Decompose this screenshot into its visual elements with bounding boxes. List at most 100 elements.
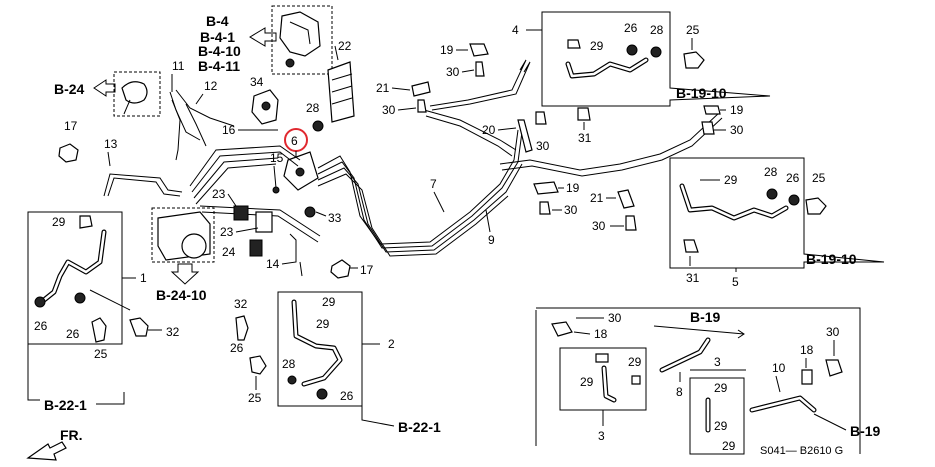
ref-b4-10[interactable]: B-4-10 — [198, 43, 241, 59]
pointer-arrow-down-icon — [170, 263, 200, 285]
part-34-valve: 34 — [250, 75, 279, 125]
label-part-26b[interactable]: 26 — [66, 327, 80, 341]
label-part-30d[interactable]: 30 — [564, 203, 578, 217]
label-part-10[interactable]: 10 — [772, 361, 786, 375]
label-part-30a[interactable]: 30 — [446, 65, 460, 79]
label-part-29d[interactable]: 29 — [590, 39, 604, 53]
label-part-28c[interactable]: 28 — [650, 23, 664, 37]
label-part-2[interactable]: 2 — [388, 337, 395, 351]
label-part-15[interactable]: 15 — [270, 151, 284, 165]
label-part-29f[interactable]: 29 — [580, 375, 594, 389]
label-part-25c[interactable]: 25 — [686, 23, 700, 37]
box-part-4: 4 29 26 28 B-19-10 — [512, 11, 771, 107]
ref-b22-1-left[interactable]: B-22-1 — [44, 397, 87, 413]
label-part-34[interactable]: 34 — [250, 75, 264, 89]
pipe-13: 13 — [103, 137, 183, 197]
label-part-28a[interactable]: 28 — [306, 101, 320, 115]
label-part-23a[interactable]: 23 — [212, 187, 226, 201]
ref-b19-top[interactable]: B-19 — [690, 309, 721, 325]
label-part-3a[interactable]: 3 — [598, 429, 605, 443]
pointer-arrow-left-icon — [93, 79, 116, 97]
label-part-22[interactable]: 22 — [338, 39, 352, 53]
label-part-26f[interactable]: 26 — [786, 171, 800, 185]
label-part-26c[interactable]: 26 — [340, 389, 354, 403]
diagram-code: S041— B2610 G — [760, 445, 843, 457]
label-part-32a[interactable]: 32 — [166, 325, 180, 339]
label-part-19b[interactable]: 19 — [566, 181, 580, 195]
label-part-29e[interactable]: 29 — [724, 173, 738, 187]
label-part-30c[interactable]: 30 — [536, 139, 550, 153]
label-part-29a[interactable]: 29 — [52, 215, 66, 229]
b4-reference-group: B-4 B-4-1 B-4-10 B-4-11 — [198, 13, 277, 74]
main-brake-line-harness — [189, 59, 723, 257]
label-part-6[interactable]: 6 — [291, 134, 298, 148]
label-part-17b[interactable]: 17 — [360, 263, 374, 277]
label-part-13[interactable]: 13 — [104, 137, 118, 151]
label-part-23b[interactable]: 23 — [220, 225, 234, 239]
label-part-17a[interactable]: 17 — [64, 119, 78, 133]
label-part-21a[interactable]: 21 — [376, 81, 390, 95]
label-part-31a[interactable]: 31 — [578, 131, 592, 145]
pipe-group-11-12: 11 12 — [169, 59, 235, 161]
box-part-1: 29 26 26 1 — [27, 211, 147, 345]
label-part-29i[interactable]: 29 — [714, 419, 728, 433]
label-part-1[interactable]: 1 — [140, 271, 147, 285]
label-part-14[interactable]: 14 — [266, 257, 280, 271]
box-part-5: 29 28 26 B-19-10 5 — [669, 157, 885, 289]
label-part-30b[interactable]: 30 — [382, 103, 396, 117]
label-part-20[interactable]: 20 — [482, 123, 496, 137]
ref-b24-10[interactable]: B-24-10 — [156, 287, 207, 303]
label-part-4[interactable]: 4 — [512, 23, 519, 37]
label-part-19c[interactable]: 19 — [730, 103, 744, 117]
label-part-25a[interactable]: 25 — [94, 347, 108, 361]
label-part-8[interactable]: 8 — [676, 385, 683, 399]
label-part-16[interactable]: 16 — [222, 123, 236, 137]
label-part-5[interactable]: 5 — [732, 275, 739, 289]
label-part-30e[interactable]: 30 — [592, 219, 606, 233]
label-part-3b[interactable]: 3 — [714, 355, 721, 369]
pointer-arrow-left-icon — [249, 27, 277, 47]
b24-reference-group: B-24 — [54, 71, 161, 117]
ref-b4[interactable]: B-4 — [206, 13, 229, 29]
label-part-12[interactable]: 12 — [204, 79, 218, 93]
ref-b22-1-mid[interactable]: B-22-1 — [398, 419, 441, 435]
ref-b19-10-top[interactable]: B-19-10 — [676, 85, 727, 101]
ref-b19-10-right[interactable]: B-19-10 — [806, 251, 857, 267]
label-part-30f[interactable]: 30 — [730, 123, 744, 137]
label-part-11[interactable]: 11 — [172, 59, 185, 73]
ref-b4-11[interactable]: B-4-11 — [198, 58, 240, 74]
label-part-28d[interactable]: 28 — [764, 165, 778, 179]
label-part-18b[interactable]: 18 — [800, 343, 814, 357]
part-22-bracket: 22 — [327, 39, 355, 123]
label-part-28b[interactable]: 28 — [282, 357, 296, 371]
label-part-25b[interactable]: 25 — [248, 391, 262, 405]
label-part-26d[interactable]: 26 — [230, 341, 244, 355]
ref-b4-1[interactable]: B-4-1 — [200, 29, 235, 45]
label-part-29b[interactable]: 29 — [322, 295, 336, 309]
rear-detail-panel: 30 18 29 29 3 B-19 8 3 29 29 29 10 — [535, 307, 881, 457]
label-part-29h[interactable]: 29 — [714, 381, 728, 395]
label-part-29j[interactable]: 29 — [722, 439, 736, 453]
label-part-19a[interactable]: 19 — [440, 43, 454, 57]
label-part-21b[interactable]: 21 — [590, 191, 604, 205]
ref-b24[interactable]: B-24 — [54, 81, 85, 97]
label-part-9[interactable]: 9 — [488, 233, 495, 247]
label-part-30h[interactable]: 30 — [826, 325, 840, 339]
label-part-26e[interactable]: 26 — [624, 21, 638, 35]
label-part-18a[interactable]: 18 — [594, 327, 608, 341]
label-part-32b[interactable]: 32 — [234, 297, 248, 311]
label-part-33[interactable]: 33 — [328, 211, 342, 225]
ref-b19-bottom[interactable]: B-19 — [850, 423, 881, 439]
label-part-29g[interactable]: 29 — [628, 355, 642, 369]
label-part-25d[interactable]: 25 — [812, 171, 826, 185]
box-part-2: 29 29 28 26 2 B-22-1 — [277, 291, 441, 435]
label-part-31b[interactable]: 31 — [686, 271, 700, 285]
label-part-26a[interactable]: 26 — [34, 319, 48, 333]
label-part-29c[interactable]: 29 — [316, 317, 330, 331]
front-direction-label: FR. — [60, 427, 83, 443]
label-part-24[interactable]: 24 — [222, 245, 236, 259]
abs-modulator-unit: B-24-10 — [151, 207, 215, 303]
b22-1-left-reference: B-22-1 — [27, 344, 125, 413]
label-part-7[interactable]: 7 — [430, 177, 437, 191]
label-part-30g[interactable]: 30 — [608, 311, 622, 325]
